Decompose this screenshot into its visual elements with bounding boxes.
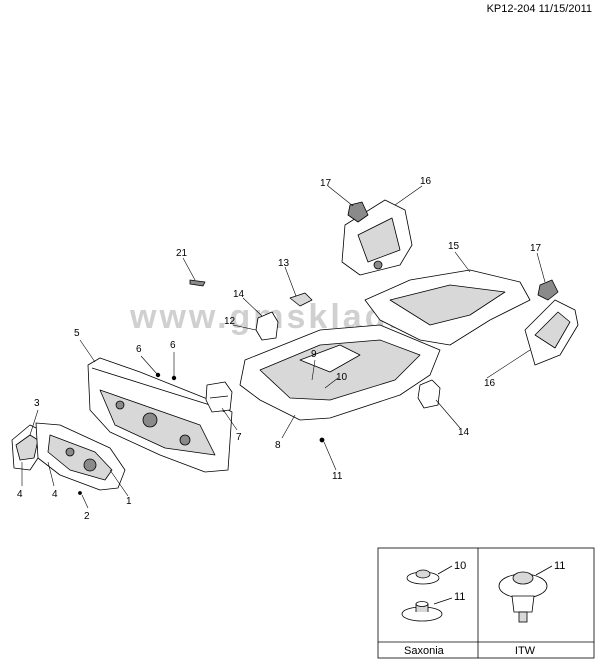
part-11-fastener [319, 437, 325, 443]
inset-num-11-itw: 11 [554, 560, 565, 572]
callout-6-right: 6 [170, 340, 176, 351]
callout-16-lower: 16 [484, 378, 496, 389]
part-17-right-clip [537, 279, 559, 301]
callout-1: 1 [126, 496, 132, 507]
callout-9: 9 [311, 349, 317, 360]
itw-fastener-11 [498, 565, 553, 623]
part-7-spacer [205, 381, 233, 413]
part-3-left-insulator [11, 424, 45, 471]
part-2-fastener [78, 491, 82, 495]
callout-15: 15 [448, 241, 460, 252]
part-14-upper-spacer [255, 311, 279, 341]
callout-4-right: 4 [52, 489, 58, 500]
callout-10: 10 [336, 372, 348, 383]
inset-caption-saxonia: Saxonia [404, 645, 445, 657]
callout-13: 13 [278, 258, 290, 269]
callout-5: 5 [74, 328, 80, 339]
part-16-rear-panel-lower [524, 299, 579, 366]
part-17-upper-clip [347, 201, 369, 223]
callout-12: 12 [224, 316, 236, 327]
diagram-reference: KP12-204 11/15/2011 [486, 3, 592, 15]
callout-6-left: 6 [136, 344, 142, 355]
inset-num-11-saxonia: 11 [454, 591, 465, 603]
callout-17-upper: 17 [320, 178, 332, 189]
part-21-strip [189, 279, 206, 287]
part-1-dash-insulator [35, 422, 126, 491]
leader-lines [21, 185, 546, 509]
callout-8: 8 [275, 440, 281, 451]
inset-caption-itw: ITW [515, 645, 536, 657]
callout-14-upper: 14 [233, 289, 245, 300]
callout-3: 3 [34, 398, 40, 409]
part-14-lower-spacer [417, 379, 441, 409]
callout-7: 7 [236, 432, 242, 443]
saxonia-fastener-11 [401, 597, 453, 622]
callout-14-lower: 14 [458, 427, 470, 438]
callout-21: 21 [176, 248, 188, 259]
inset-num-10: 10 [454, 560, 466, 572]
callout-16-upper: 16 [420, 176, 432, 187]
callout-2: 2 [84, 511, 90, 522]
part-15-rear-floor [364, 269, 531, 346]
callout-11: 11 [332, 471, 343, 482]
part-6-fasteners [155, 372, 177, 381]
part-13-clip [289, 292, 313, 307]
callout-17-right: 17 [530, 243, 542, 254]
fastener-inset: 10 11 11 Saxonia ITW [377, 547, 595, 659]
saxonia-fastener-10 [406, 565, 453, 585]
callout-4-left: 4 [17, 489, 23, 500]
part-8-floor-carpet [239, 324, 441, 421]
